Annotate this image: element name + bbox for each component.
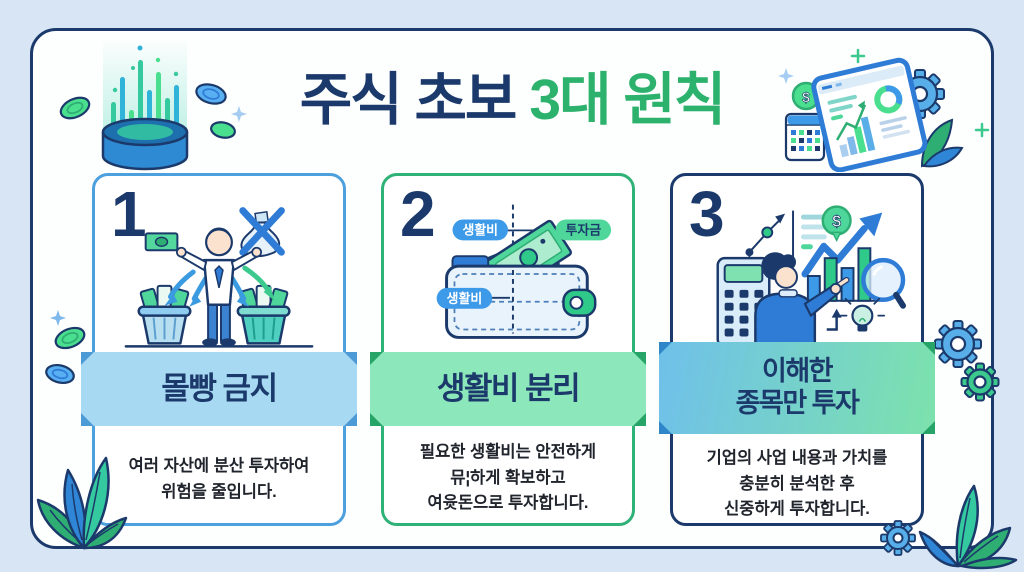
svg-text:생활비: 생활비 <box>462 222 498 237</box>
description-line: 신중하게 투자합니다. <box>724 500 870 519</box>
principle-band: 이해한 종목만 투자 <box>659 342 935 434</box>
illustration-diversify <box>95 188 343 352</box>
sparkle-icon <box>778 68 794 84</box>
coin-podium-decoration <box>45 30 250 172</box>
card-number: 1 <box>111 178 147 250</box>
plant-icon <box>36 456 128 550</box>
svg-text:$: $ <box>802 89 810 105</box>
coin-icon <box>195 83 227 105</box>
ribbon-fold <box>81 352 94 365</box>
card-number: 3 <box>689 178 725 250</box>
page-title-highlight: 3대 원칙 <box>529 68 726 132</box>
monitor-decoration-icon: $ <box>778 48 990 172</box>
description: 여러 자산에 분산 투자하여 위험을 줄입니다. <box>103 454 335 505</box>
description: 필요한 생활비는 안전하게 뮤¦하게 확보하고 여윳돈으로 투자합니다. <box>392 440 624 517</box>
plant-right-decoration <box>906 464 1024 570</box>
ribbon-fold <box>370 413 383 426</box>
plus-sparkle-icon <box>974 122 990 138</box>
gears-decoration <box>928 316 1004 412</box>
gear-icon <box>960 362 1000 402</box>
basket-left-icon <box>137 284 192 345</box>
label-pill-investment: 투자금 <box>555 219 612 241</box>
ribbon-fold <box>922 342 935 355</box>
ribbon-fold <box>922 421 935 434</box>
banknote-icon <box>144 232 179 252</box>
dollar-bubble-icon: $ <box>821 205 852 242</box>
description-line: 필요한 생활비는 안전하게 <box>419 443 597 461</box>
trend-arrow-icon <box>801 212 883 278</box>
crossed-money-bag-icon <box>239 207 285 258</box>
calendar-icon <box>784 112 826 162</box>
plant-left-decoration <box>26 418 138 552</box>
gear-icon <box>880 520 916 556</box>
analyst-person-icon <box>754 252 850 352</box>
ribbon-fold <box>344 413 357 426</box>
dashboard-decoration: $ <box>770 30 1002 172</box>
ribbon-fold <box>659 421 672 434</box>
svg-text:생활비: 생활비 <box>447 291 483 306</box>
ribbon-fold <box>633 352 646 365</box>
analysis-illustration-icon: $ <box>700 205 906 352</box>
sparkle-icon <box>50 310 66 326</box>
illustration-analysis: $ <box>673 188 921 352</box>
label-pill-living-expense-wallet: 생활비 <box>436 287 493 309</box>
illustration-wallet: 생활비 생활비 투자금 <box>384 188 632 352</box>
principle-band: 몰빵 금지 <box>81 352 357 426</box>
wallet-illustration-icon: 생활비 생활비 투자금 <box>436 204 612 339</box>
principle-band: 생활비 분리 <box>370 352 646 426</box>
coin-icon <box>59 96 91 120</box>
band-title: 생활비 분리 <box>436 370 581 406</box>
coins-decoration <box>40 324 104 394</box>
card-principle-3: 3 $ <box>659 173 935 526</box>
svg-text:투자금: 투자금 <box>566 222 602 237</box>
description-line: 기업의 사업 내용과 가치를 <box>706 449 888 467</box>
coin-icon <box>210 121 236 139</box>
description-line: 여윳돈으로 투자합니다. <box>427 494 589 513</box>
band-title: 몰빵 금지 <box>161 370 278 406</box>
card-principle-1: 1 <box>81 173 357 526</box>
person-icon <box>175 227 263 347</box>
sparkle-decoration <box>47 307 69 329</box>
leaf-icon <box>920 118 964 168</box>
page-title-prefix: 주식 초보 <box>299 68 518 132</box>
ribbon-fold <box>344 352 357 365</box>
magnifier-icon <box>861 257 906 309</box>
card-number: 2 <box>400 178 436 250</box>
small-up-arrow-icon <box>826 308 842 331</box>
description-line: 충분히 분석한 후 <box>739 474 855 493</box>
lightbulb-icon <box>839 297 886 332</box>
svg-text:$: $ <box>832 213 841 230</box>
ribbon-fold <box>633 413 646 426</box>
band-title-line: 종목만 투자 <box>735 388 860 418</box>
monitor-dashboard-icon <box>811 57 928 172</box>
ribbon-fold <box>659 342 672 355</box>
label-pill-living-expense: 생활비 <box>452 219 508 241</box>
plus-sparkle-icon <box>850 48 866 64</box>
description: 기업의 사업 내용과 가치를 충분히 분석한 후 신중하게 투자합니다. <box>681 446 913 523</box>
description-line: 여러 자산에 분산 투자하여 <box>128 457 310 475</box>
small-gear-decoration <box>876 516 920 560</box>
basket-right-icon <box>236 284 291 345</box>
description-line: 위험을 줄입니다. <box>161 482 277 501</box>
sparkle-icon <box>231 106 247 122</box>
plant-icon <box>918 484 1018 570</box>
band-title-line: 이해한 <box>761 356 834 387</box>
gears-icon <box>934 320 1000 402</box>
card-principle-2: 2 <box>370 173 646 526</box>
diversify-illustration-icon <box>124 207 314 348</box>
rising-bars-podium-icon <box>59 38 247 171</box>
gear-icon <box>934 320 982 368</box>
ribbon-fold <box>370 352 383 365</box>
coins-icon <box>45 326 86 385</box>
description-line: 뮤¦하게 확보하고 <box>450 468 566 487</box>
